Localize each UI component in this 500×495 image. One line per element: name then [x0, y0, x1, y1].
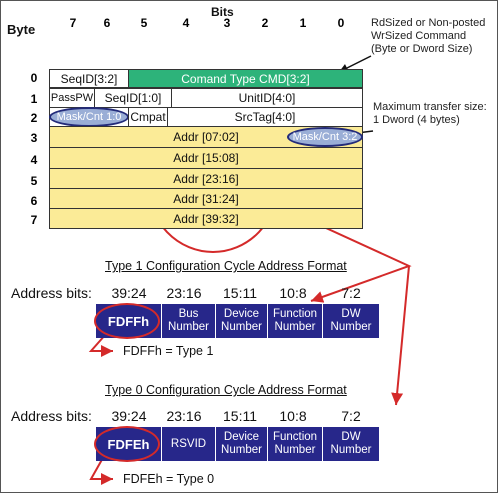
- bit-number-6: 6: [103, 16, 111, 30]
- type1-bits-7-2: 7:2: [341, 285, 361, 301]
- type1-bits-10-8: 10:8: [279, 285, 307, 301]
- type0-hook: [89, 455, 113, 485]
- byte-number-3: 3: [30, 131, 38, 145]
- type1-address-label: Address bits:: [11, 285, 92, 301]
- type1-function-line-1: Function: [272, 308, 318, 320]
- type1-title: Type 1 Configuration Cycle Address Forma…: [105, 259, 347, 273]
- type1-bits-39-24: 39:24: [111, 285, 147, 301]
- type0-fdfeh-red-circle: [94, 426, 160, 462]
- bit-number-2: 2: [261, 16, 269, 30]
- bit-number-7: 7: [69, 16, 77, 30]
- unitid-field: UnitID[4:0]: [171, 88, 363, 108]
- type1-equation: FDFFh = Type 1: [123, 344, 214, 358]
- type0-dw-line-1: DW: [341, 431, 361, 443]
- srctag-field: SrcTag[4:0]: [167, 107, 363, 127]
- type1-bus-line-1: Bus: [178, 308, 199, 320]
- type0-address-label: Address bits:: [11, 408, 92, 424]
- byte-label: Byte: [7, 22, 36, 37]
- seqid-upper-field: SeqID[3:2]: [49, 69, 129, 88]
- size-note-line-1: Maximum transfer size:: [373, 101, 487, 113]
- byte-number-0: 0: [30, 71, 38, 85]
- type0-device-line-1: Device: [223, 431, 260, 443]
- command-note-line-1: RdSized or Non-posted: [371, 17, 486, 29]
- type0-device-line-2: Number: [221, 444, 262, 456]
- seqid-lower-field: SeqID[1:0]: [94, 88, 172, 108]
- mask-cnt-upper-oval: Mask/Cnt 3:2: [287, 127, 363, 147]
- address-to-type0-path: [391, 265, 410, 406]
- command-note-line-2: WrSized Command: [371, 30, 467, 42]
- byte-number-6: 6: [30, 194, 38, 208]
- size-note: Maximum transfer size: 1 Dword (4 bytes): [373, 101, 498, 127]
- type0-bits-15-11: 15:11: [223, 408, 257, 424]
- mask-cnt-lower-oval: Mask/Cnt 1:0: [49, 107, 129, 127]
- cmpat-field: Cmpat: [128, 107, 168, 127]
- type0-bits-10-8: 10:8: [279, 408, 307, 424]
- bit-number-1: 1: [299, 16, 307, 30]
- byte-number-4: 4: [30, 153, 38, 167]
- bits-title: Bits: [211, 5, 234, 19]
- byte-number-2: 2: [30, 111, 38, 125]
- type1-bus-line-2: Number: [168, 321, 209, 333]
- bit-number-3: 3: [223, 16, 231, 30]
- type0-bits-23-16: 23:16: [166, 408, 202, 424]
- type1-function-line-2: Number: [274, 321, 316, 333]
- size-note-line-2: 1 Dword (4 bytes): [373, 114, 460, 126]
- command-type-field: Comand Type CMD[3:2]: [128, 69, 363, 88]
- bit-number-5: 5: [140, 16, 148, 30]
- type1-dw-line-1: DW: [341, 308, 361, 320]
- bit-number-0: 0: [337, 16, 345, 30]
- type1-device-line-2: Number: [221, 321, 262, 333]
- type0-title: Type 0 Configuration Cycle Address Forma…: [105, 383, 347, 397]
- type1-hook: [88, 333, 113, 357]
- passpw-field: PassPW: [49, 88, 95, 108]
- addr-31-24-field: Addr [31:24]: [49, 188, 363, 209]
- addr-23-16-field: Addr [23:16]: [49, 168, 363, 189]
- type0-function-line-2: Number: [274, 444, 316, 456]
- command-note: RdSized or Non-posted WrSized Command (B…: [371, 17, 496, 56]
- type0-equation: FDFEh = Type 0: [123, 472, 215, 486]
- type1-device-line-1: Device: [223, 308, 260, 320]
- type1-bits-23-16: 23:16: [166, 285, 202, 301]
- type0-bits-7-2: 7:2: [341, 408, 361, 424]
- addr-39-32-field: Addr [39:32]: [49, 208, 363, 229]
- addr-15-08-field: Addr [15:08]: [49, 147, 363, 169]
- type0-rsvid-field: RSVID: [161, 427, 215, 461]
- type0-bits-39-24: 39:24: [111, 408, 147, 424]
- command-note-line-3: (Byte or Dword Size): [371, 43, 473, 55]
- type1-bits-15-11: 15:11: [223, 285, 257, 301]
- type1-dw-line-2: Number: [330, 321, 372, 333]
- type0-rsvid-label: RSVID: [170, 437, 207, 450]
- type0-dw-line-2: Number: [330, 444, 372, 456]
- byte-number-7: 7: [30, 213, 38, 227]
- bit-number-4: 4: [182, 16, 190, 30]
- byte-number-5: 5: [30, 174, 38, 188]
- byte-number-1: 1: [30, 92, 38, 106]
- type1-fdffh-red-circle: [94, 303, 160, 339]
- type0-function-line-1: Function: [272, 431, 318, 443]
